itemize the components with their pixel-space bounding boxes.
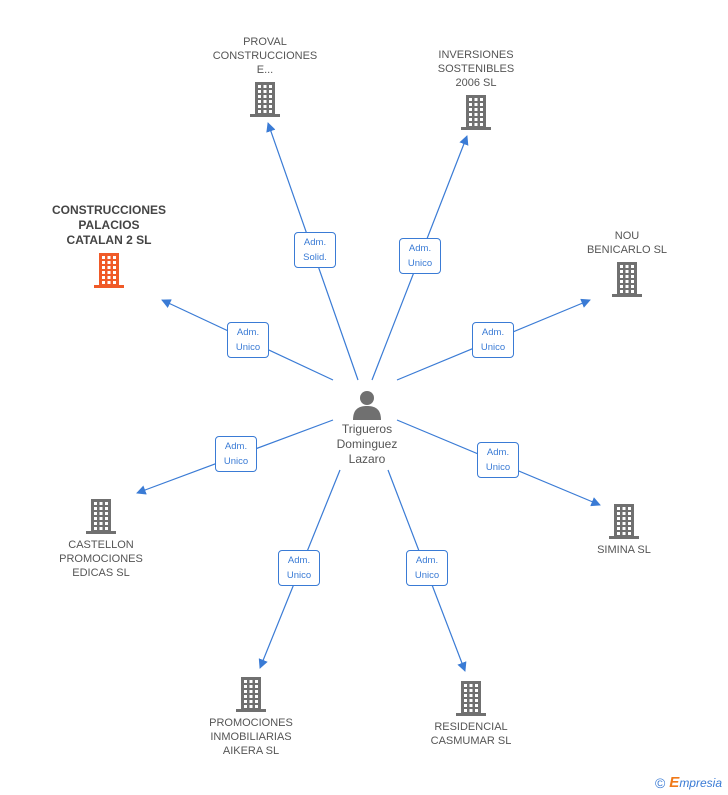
person-name: Trigueros Dominguez Lazaro bbox=[336, 422, 398, 466]
company-name: SIMINA SL bbox=[597, 544, 651, 556]
building-icon bbox=[609, 504, 639, 539]
company-name: PROVAL CONSTRUCCIONES E... bbox=[212, 36, 318, 76]
role-label-palacios[interactable]: Adm. Unico bbox=[227, 322, 269, 358]
company-node-proval[interactable]: PROVAL CONSTRUCCIONES E... bbox=[195, 35, 335, 117]
building-icon bbox=[236, 677, 266, 712]
person-icon bbox=[353, 391, 381, 420]
company-node-castellon[interactable]: CASTELLON PROMOCIONES EDICAS SL bbox=[31, 498, 171, 580]
person-node[interactable]: Trigueros Dominguez Lazaro bbox=[322, 388, 412, 467]
building-icon bbox=[612, 262, 642, 297]
company-name: NOU BENICARLO SL bbox=[586, 230, 668, 256]
footer-brand: © Empresia bbox=[655, 774, 722, 791]
company-node-nou[interactable]: NOU BENICARLO SL bbox=[557, 229, 697, 297]
company-node-palacios[interactable]: CONSTRUCCIONES PALACIOS CATALAN 2 SL bbox=[39, 203, 179, 288]
role-label-castellon[interactable]: Adm. Unico bbox=[215, 436, 257, 472]
role-label-inversiones[interactable]: Adm. Unico bbox=[399, 238, 441, 274]
company-node-casmumar[interactable]: RESIDENCIAL CASMUMAR SL bbox=[401, 680, 541, 748]
building-icon bbox=[461, 95, 491, 130]
company-node-aikera[interactable]: PROMOCIONES INMOBILIARIAS AIKERA SL bbox=[181, 676, 321, 758]
company-node-inversiones[interactable]: INVERSIONES SOSTENIBLES 2006 SL bbox=[406, 48, 546, 130]
company-name: CASTELLON PROMOCIONES EDICAS SL bbox=[59, 539, 143, 579]
company-node-simina[interactable]: SIMINA SL bbox=[554, 503, 694, 557]
brand-logo[interactable]: Empresia bbox=[669, 774, 722, 791]
role-label-aikera[interactable]: Adm. Unico bbox=[278, 550, 320, 586]
building-icon bbox=[86, 499, 116, 534]
company-name: CONSTRUCCIONES PALACIOS CATALAN 2 SL bbox=[51, 203, 166, 247]
role-label-nou[interactable]: Adm. Unico bbox=[472, 322, 514, 358]
building-icon bbox=[456, 681, 486, 716]
role-label-simina[interactable]: Adm. Unico bbox=[477, 442, 519, 478]
company-name: PROMOCIONES INMOBILIARIAS AIKERA SL bbox=[209, 717, 293, 757]
copyright-icon: © bbox=[654, 774, 666, 791]
role-label-casmumar[interactable]: Adm. Unico bbox=[406, 550, 448, 586]
building-icon bbox=[250, 82, 280, 117]
building-icon bbox=[94, 253, 124, 288]
company-name: RESIDENCIAL CASMUMAR SL bbox=[430, 721, 512, 747]
role-label-proval[interactable]: Adm. Solid. bbox=[294, 232, 336, 268]
company-name: INVERSIONES SOSTENIBLES 2006 SL bbox=[437, 49, 515, 89]
